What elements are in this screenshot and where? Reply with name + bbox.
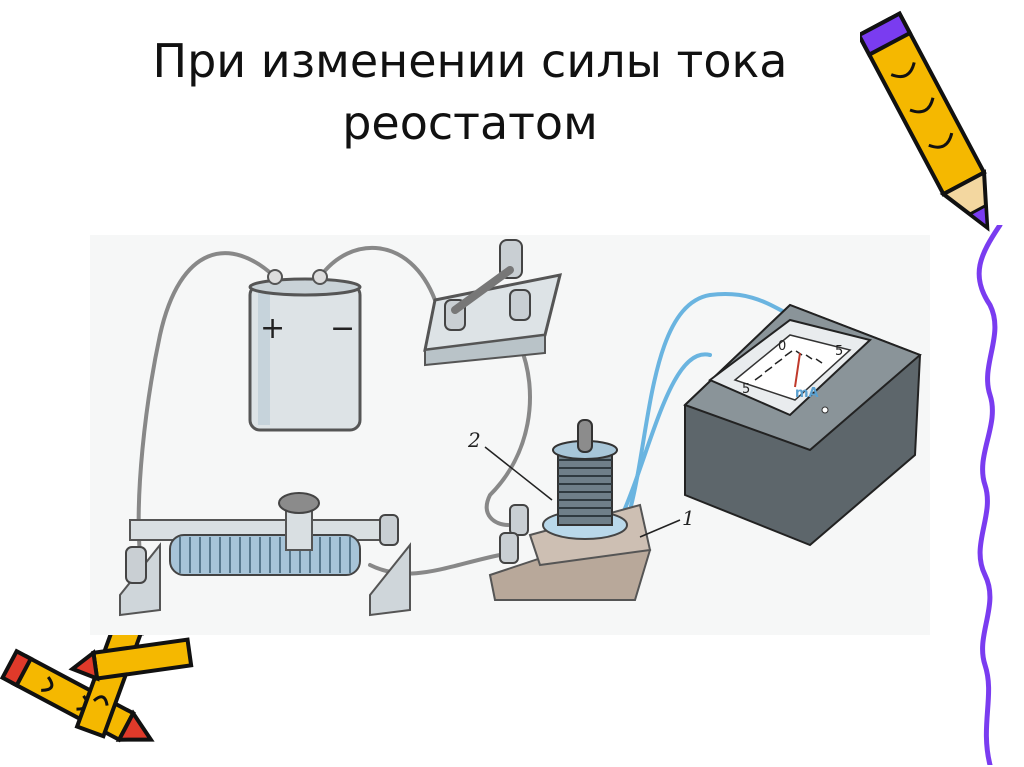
- wires: [136, 245, 792, 576]
- battery-plus-label: +: [260, 311, 285, 346]
- meter-right-mark: 5: [835, 344, 843, 359]
- slide-title-line-1: При изменении силы тока: [152, 34, 788, 88]
- meter-unit: mA: [795, 386, 819, 401]
- coil: 2 1: [467, 419, 695, 601]
- battery-minus-label: −: [330, 311, 355, 346]
- battery: + −: [248, 269, 362, 432]
- wavy-border: [976, 225, 1003, 765]
- milliammeter: 5 0 5 mA: [683, 303, 922, 547]
- core-label: 1: [682, 506, 695, 530]
- circuit-diagram: + −: [90, 235, 930, 635]
- slide-title-line-2: реостатом: [342, 96, 598, 150]
- switch: [423, 239, 563, 367]
- coil-label: 2: [467, 428, 481, 452]
- crayon-icon: [0, 620, 194, 743]
- rheostat: [119, 492, 411, 617]
- slide-title: При изменении силы тока реостатом: [80, 30, 860, 154]
- meter-zero-mark: 0: [778, 339, 786, 354]
- meter-left-mark: 5: [742, 382, 750, 397]
- pencil-icon: [860, 10, 990, 232]
